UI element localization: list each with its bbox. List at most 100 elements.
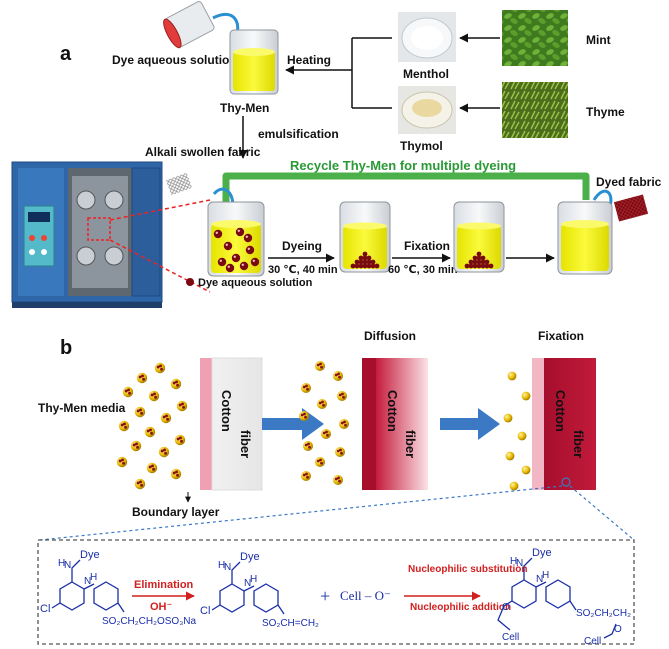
boundary-layer-band	[200, 358, 212, 490]
dye-molecule-dot	[337, 372, 340, 376]
dye-molecule-dot	[140, 411, 144, 415]
dye-molecule-dot	[138, 375, 142, 379]
dye-molecule-dot	[172, 471, 176, 475]
dye-molecule-dot	[344, 423, 347, 427]
fabric-dye-dot	[370, 259, 376, 265]
dye-molecule-dot	[179, 436, 182, 440]
dye-molecule-dot	[336, 449, 340, 453]
dye-molecule-dot	[300, 413, 304, 417]
dye-molecule-dot	[175, 470, 178, 474]
nh-bridge-n-2: N	[244, 578, 251, 589]
dye-droplet	[250, 257, 260, 267]
dye-group-3: Dye	[532, 547, 552, 559]
dye-droplet-highlight	[219, 259, 222, 262]
dye-molecule-dot	[305, 472, 308, 476]
thy-men-dyed-droplet	[116, 456, 128, 468]
amine-h-2: H	[218, 560, 225, 571]
mint-label: Mint	[586, 33, 611, 47]
dye-molecule-dot	[337, 476, 340, 480]
dye-droplet-highlight	[247, 247, 250, 250]
dyed-boundary-band	[362, 358, 376, 490]
fixation-conditions-label: 60 ℃, 30 min	[388, 264, 458, 276]
thy-men-diffusing-droplet	[315, 361, 325, 371]
fabric-dye-dot	[468, 263, 474, 269]
dye-droplet-highlight	[227, 265, 230, 268]
dye-molecule-dot	[318, 401, 322, 405]
thy-men-dyed-droplet	[176, 400, 188, 412]
fabric-dye-dot	[476, 255, 482, 261]
dye-molecule-dot	[342, 395, 345, 399]
nh-bridge-n-3: N	[536, 574, 543, 585]
alkali-swollen-fabric-label: Alkali swollen fabric	[145, 145, 261, 159]
fabric-dye-dot	[354, 263, 360, 269]
fabric-dye-dot	[354, 259, 360, 265]
sulfatoethyl-sulfone: SO₂CH₂CH₂OSO₃Na	[102, 616, 197, 627]
fabric-dye-dot	[362, 251, 368, 257]
thy-men-diffusing-droplet	[333, 475, 343, 485]
progress-arrow-2	[440, 408, 500, 440]
fabric-dye-dot	[484, 263, 490, 269]
thy-men-empty-droplet	[521, 391, 531, 401]
reaction-scheme-box	[37, 539, 635, 645]
thy-men-media-label: Thy-Men media	[38, 401, 126, 415]
dye-droplet-highlight	[233, 255, 236, 258]
dye-molecule-dot	[181, 402, 184, 406]
amine-h-1: H	[58, 558, 65, 569]
dye-molecule-dot	[153, 392, 156, 396]
chlorine-2: Cl	[200, 605, 210, 617]
dye-molecule-dot	[338, 479, 341, 483]
menthol-label: Menthol	[403, 67, 449, 81]
fabric-dye-dot	[350, 263, 356, 269]
beaker-recycled-thy-men	[557, 201, 613, 275]
dye-molecule-dot	[182, 405, 186, 409]
thy-men-dyed-droplet	[144, 426, 156, 438]
sulfonyl-ethyl-chain: SO₂CH₂CH₂	[576, 608, 631, 619]
dye-droplet	[231, 253, 241, 263]
dye-molecule-dot	[322, 431, 326, 435]
panel-a-label: a	[60, 43, 72, 65]
nh-bridge-h-1: H	[90, 572, 97, 583]
thy-men-dyed-droplet	[134, 406, 146, 418]
fabric-dye-dot	[366, 259, 372, 265]
amine-n-1: N	[64, 560, 71, 571]
dye-molecule-dot	[340, 421, 344, 425]
dye-molecule-dot	[142, 377, 146, 381]
dye-molecule-dot	[149, 428, 152, 432]
thymol-powder-icon	[398, 86, 456, 134]
dye-molecule-dot	[154, 395, 158, 399]
thy-men-droplets-mid	[299, 361, 349, 485]
vinyl-sulfone-group: SO₂CH=CH₂	[262, 618, 319, 629]
dye-molecule-dot	[306, 475, 309, 479]
dye-molecule-dot	[319, 362, 322, 366]
nucleophilic-substitution-label: Nucleophilic substitution	[408, 564, 527, 575]
heating-label: Heating	[287, 53, 331, 67]
dye-molecule-dot	[338, 375, 341, 379]
dye-molecule-dot	[180, 439, 184, 443]
dye-molecule-dot	[302, 385, 306, 389]
dye-solution-legend-marker	[186, 278, 194, 286]
nh-bridge-n-1: N	[84, 576, 91, 587]
dye-droplet	[217, 257, 227, 267]
nh-bridge-h-2: H	[250, 574, 257, 585]
dye-molecule-dot	[316, 363, 320, 367]
amine-n-2: N	[224, 562, 231, 573]
dye-molecule-dot	[339, 448, 342, 452]
thy-men-dyed-droplet	[136, 372, 148, 384]
dye-molecule-dot	[141, 374, 144, 378]
plus-sign: +	[320, 586, 330, 606]
dye-droplet-highlight	[215, 231, 218, 234]
hydroxide-label: OH⁻	[150, 601, 173, 613]
fabric-dye-dot	[358, 255, 364, 261]
dye-molecule-dot	[148, 465, 152, 469]
dye-molecule-dot	[159, 364, 162, 368]
cotton-fiber-label-3b: fiber	[571, 430, 586, 458]
fabric-dye-dot	[370, 263, 376, 269]
dye-molecule-dot	[124, 425, 128, 429]
dye-molecule-dot	[304, 415, 307, 419]
thy-men-empty-droplet	[503, 413, 513, 423]
dye-molecule-dot	[151, 464, 154, 468]
dye-molecule-dot	[321, 400, 324, 404]
dye-droplet	[225, 263, 235, 273]
dye-molecule-dot	[136, 481, 140, 485]
